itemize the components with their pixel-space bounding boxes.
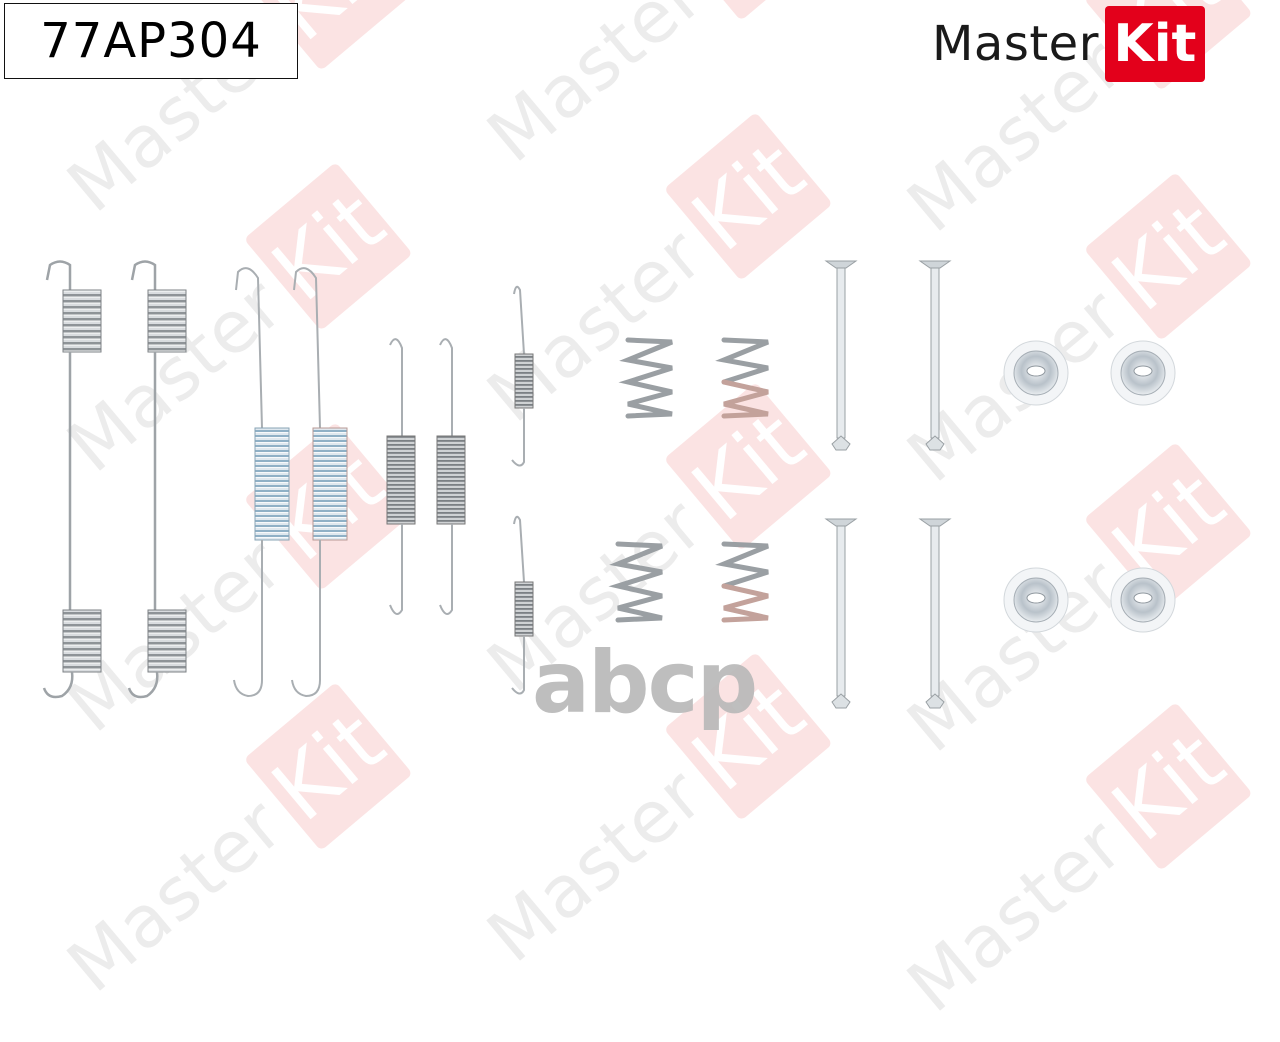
brand-logo: Master Kit — [932, 6, 1205, 82]
cup-washer-1 — [1003, 340, 1069, 406]
abcp-watermark: abcp — [532, 633, 758, 733]
hold-down-pin-3 — [824, 518, 858, 709]
hold-down-spring-3 — [608, 541, 663, 623]
part-number: 77AP304 — [40, 13, 262, 69]
hold-down-spring-1 — [618, 337, 673, 419]
small-tension-spring-1 — [511, 285, 534, 467]
product-image — [42, 260, 1176, 709]
long-return-spring-3 — [233, 267, 290, 698]
small-tension-spring-2 — [511, 515, 534, 695]
hold-down-pin-2 — [918, 260, 952, 451]
hold-down-spring-4 — [715, 541, 769, 623]
long-return-spring-1 — [42, 260, 102, 699]
cup-washer-3 — [1003, 567, 1069, 633]
brand-logo-master: Master — [932, 16, 1099, 72]
hold-down-pin-4 — [918, 518, 952, 709]
medium-tension-spring-2 — [436, 338, 466, 615]
part-number-box: 77AP304 — [4, 3, 298, 79]
cup-washer-4 — [1110, 567, 1176, 633]
medium-tension-spring-1 — [386, 338, 416, 615]
brand-logo-kit: Kit — [1104, 6, 1205, 82]
cup-washer-2 — [1110, 340, 1176, 406]
long-return-spring-4 — [291, 267, 348, 698]
long-return-spring-2 — [127, 260, 187, 699]
hold-down-spring-2 — [715, 337, 769, 419]
hold-down-pin-1 — [824, 260, 858, 451]
